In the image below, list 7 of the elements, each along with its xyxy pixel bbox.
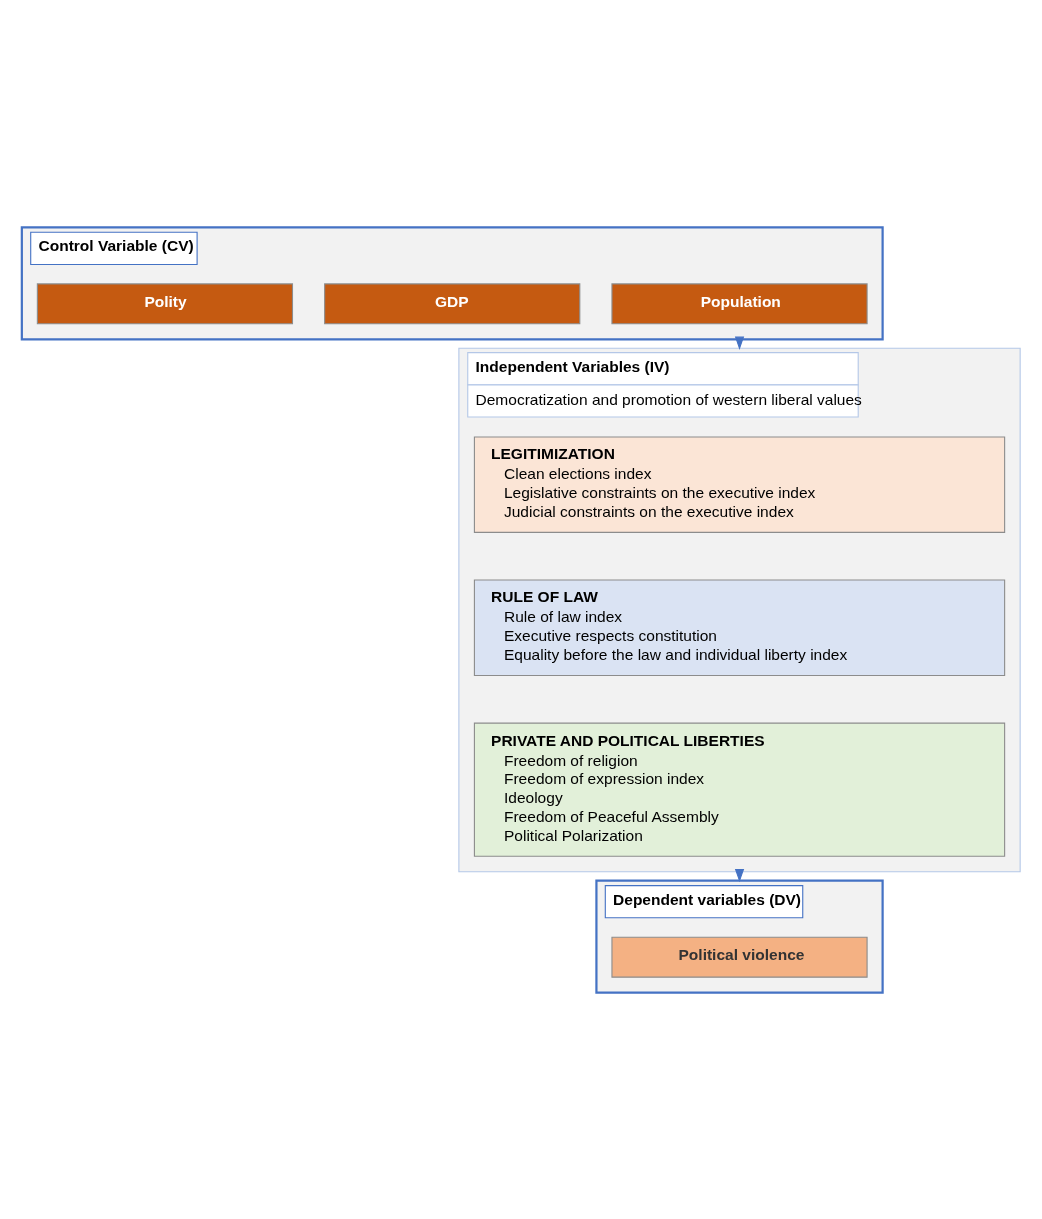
node-box: Political violence [611,936,868,978]
node-box: PRIVATE AND POLITICAL LIBERTIES Freedom of religion Freedom of expression index Ideology Freedom of Peaceful Assembly Political Polarization [473,722,1006,857]
node-box: Polity [36,282,294,324]
node-box: RULE OF LAW Rule of law index Executive respects constitution Equality before the law and individual liberty index [473,579,1006,676]
node-box: Population [611,282,868,324]
node-box: GDP [324,282,581,324]
node-box: LEGITIMIZATION Clean elections index Legislative constraints on the executive index Judicial constraints on the executive index [473,435,1006,533]
